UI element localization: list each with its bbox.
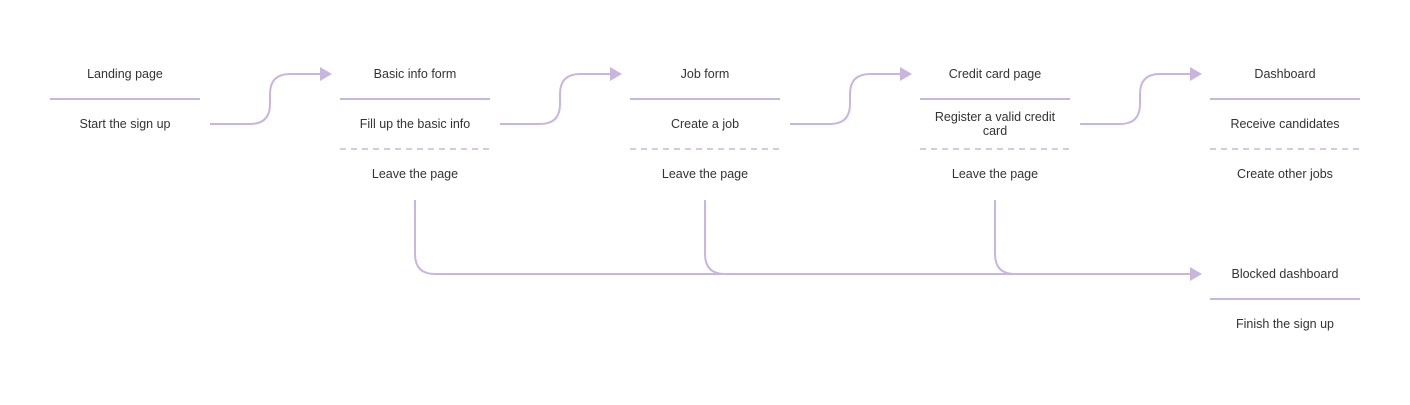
stage-exit-basic-info: Leave the page [371,167,459,181]
stage-action-blocked: Finish the sign up [1236,317,1334,331]
arrowhead-basic-info [320,67,332,81]
connector-basic-info-exit [414,200,1190,275]
stage-action-dashboard: Receive candidates [1230,117,1340,131]
arrowhead-blocked-dashboard [1190,267,1202,281]
stage-title-landing: Landing page [87,67,163,81]
arrowhead-dashboard [1190,67,1202,81]
arrowhead-credit-card [900,67,912,81]
stage-action-landing: Start the sign up [79,117,171,131]
stage-title-basic-info: Basic info form [373,67,457,81]
connector-basic-info-to-job-form [500,73,610,125]
connector-landing-to-basic-info [210,73,320,125]
stage-title-credit-card: Credit card page [948,67,1042,81]
stage-action-job-form: Create a job [670,117,740,131]
connector-credit-card-exit [994,200,1016,275]
stage-secondary-dashboard: Create other jobs [1237,167,1333,181]
connector-job-form-to-credit-card [790,73,900,125]
connector-job-form-exit [704,200,726,275]
stage-title-dashboard: Dashboard [1254,67,1316,81]
connector-credit-card-to-dashboard [1080,73,1190,125]
stage-title-blocked: Blocked dashboard [1231,267,1339,281]
stage-exit-credit-card: Leave the page [951,167,1039,181]
arrowhead-job-form [610,67,622,81]
stage-action-basic-info: Fill up the basic info [359,117,471,131]
stage-action-credit-card: Register a valid credit card [934,110,1056,138]
stage-exit-job-form: Leave the page [661,167,749,181]
stage-title-job-form: Job form [680,67,730,81]
